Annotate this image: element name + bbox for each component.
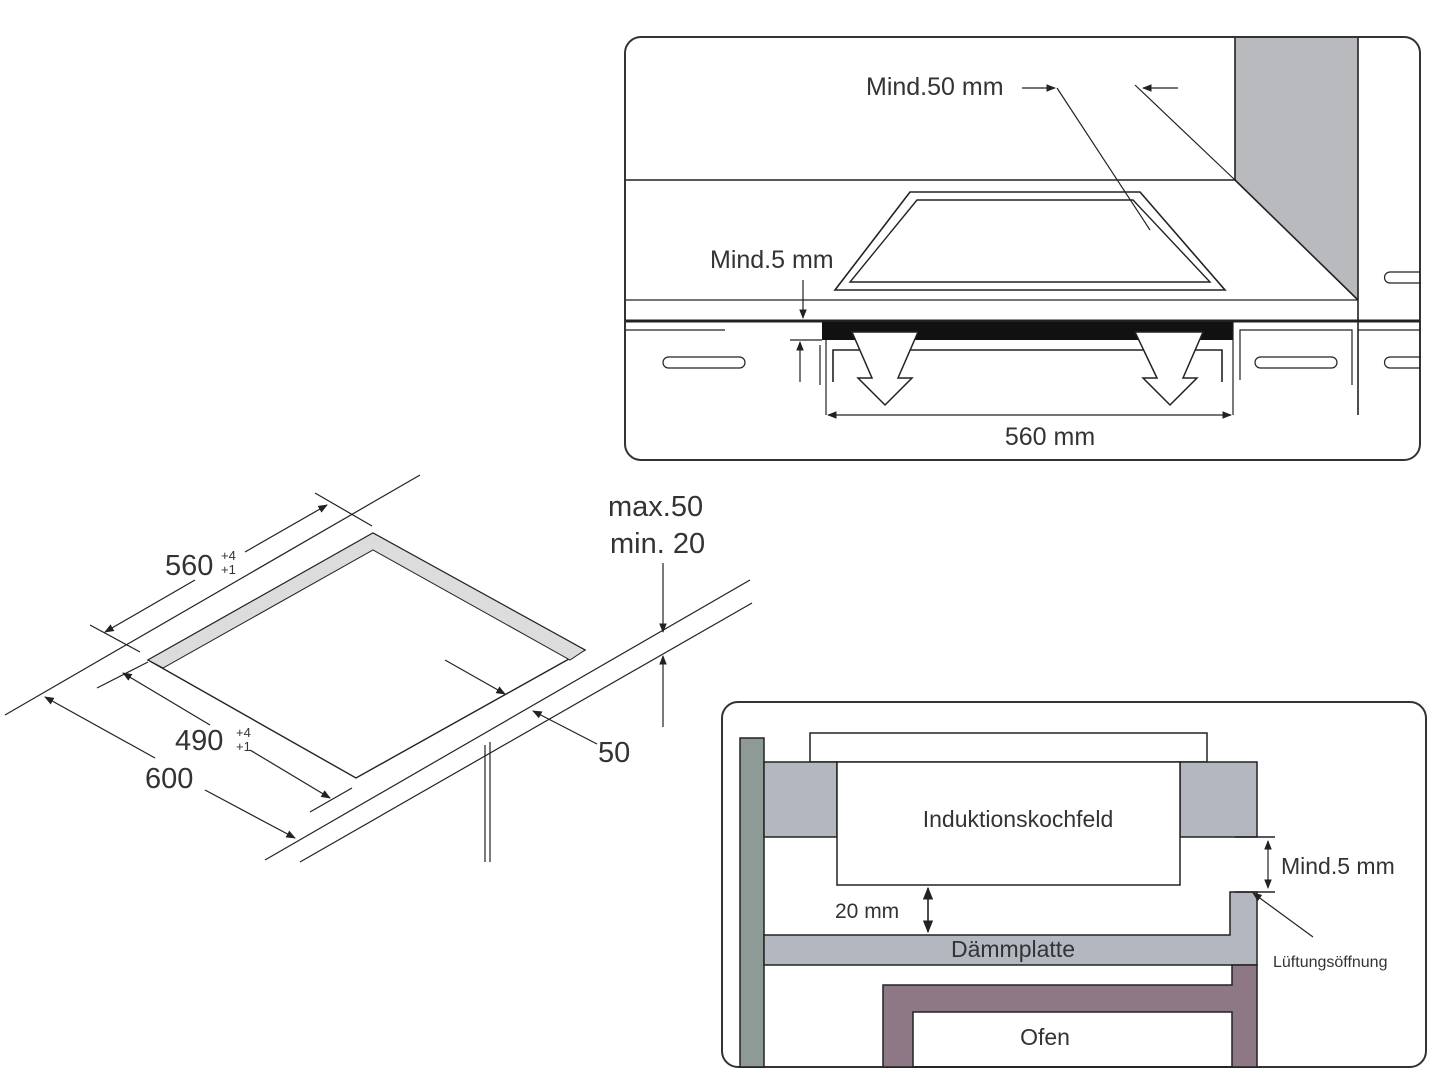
vent-slot: [1254, 356, 1338, 369]
airflow-arrow-icon: [1133, 331, 1205, 407]
cabinet-side: [739, 737, 765, 1068]
dim-600-label: 600: [145, 763, 193, 795]
oven-label: Ofen: [1020, 1024, 1070, 1050]
dim-560-label: 560: [165, 550, 213, 582]
dim-490-label: 490: [175, 725, 223, 757]
dim-490-tol-lower: +1: [236, 739, 251, 754]
dim-490-tol-upper: +4: [236, 725, 251, 740]
hob-body: [822, 322, 1233, 340]
vent-label: Lüftungsöffnung: [1273, 954, 1387, 971]
vent-slot: [662, 356, 746, 369]
wall-distance-label: Mind.50 mm: [866, 73, 1004, 101]
width-label: 560 mm: [1005, 423, 1095, 451]
gap-label: Mind.5 mm: [1281, 853, 1395, 879]
hob-glass: [809, 732, 1208, 763]
hob-top-view: [833, 191, 1227, 291]
thickness-min-label: min. 20: [610, 528, 705, 560]
airflow-arrow-icon: [850, 331, 920, 407]
countertop-front-edge-bottom: [299, 602, 753, 863]
countertop-back-edge: [4, 474, 421, 716]
countertop-block: [1179, 761, 1258, 838]
dim-560-tol-lower: +1: [221, 562, 236, 577]
section-diagram: Induktionskochfeld Dämmplatte Ofen Mind.…: [721, 701, 1427, 1068]
dim-50-label: 50: [598, 737, 630, 769]
gap-label: Mind.5 mm: [710, 246, 834, 274]
dim-560-tol-upper: +4: [221, 548, 236, 563]
side-wall: [1235, 38, 1358, 300]
cutout-isometric-diagram: 560 +4 +1 600 490 +4 +1 50 max.50 min. 2…: [4, 474, 753, 863]
oven: [882, 964, 1258, 1068]
clearance-diagram: Mind.50 mm Mind.5 mm 560 mm: [624, 36, 1421, 461]
countertop-front-edge-top: [264, 579, 751, 861]
insulation-label: Dämmplatte: [951, 936, 1075, 962]
thickness-max-label: max.50: [608, 491, 703, 523]
hob-label: Induktionskochfeld: [923, 806, 1114, 832]
induction-hob: [836, 761, 1181, 886]
countertop-block: [763, 761, 838, 838]
cutout-inner-edge: [146, 532, 586, 669]
distance-label: 20 mm: [835, 900, 899, 923]
